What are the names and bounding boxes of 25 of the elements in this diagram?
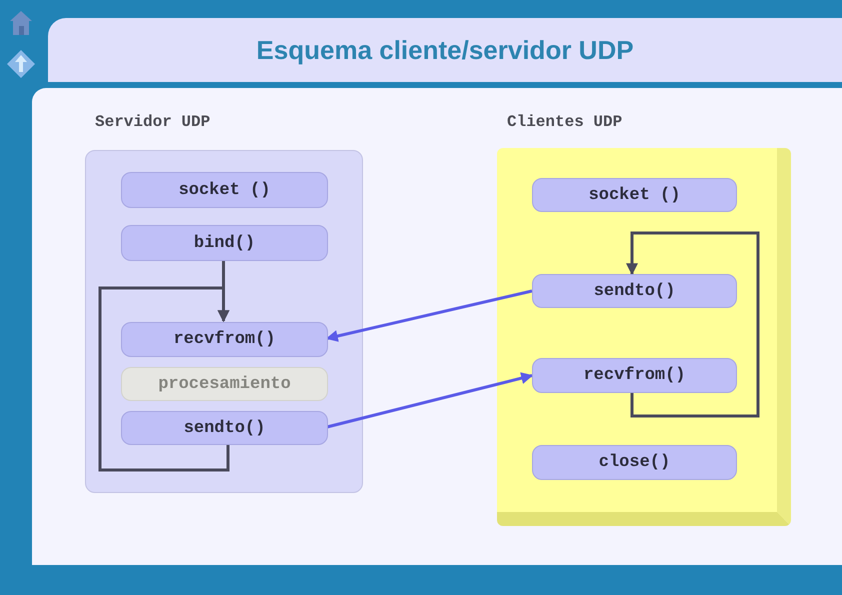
function-box: [121, 322, 328, 357]
function-box: [121, 172, 328, 208]
function-box: [121, 225, 328, 261]
process-label: procesamiento: [158, 376, 291, 392]
function-label: bind(): [194, 234, 256, 252]
function-box: [532, 274, 737, 308]
function-label: close(): [598, 454, 670, 471]
function-box: [532, 358, 737, 393]
arrow: [326, 290, 532, 342]
group-heading: Clientes UDP: [507, 112, 622, 133]
function-label: socket (): [178, 182, 270, 198]
function-label: recvfrom(): [173, 331, 276, 348]
function-label: recvfrom(): [583, 367, 686, 384]
arrow: [98, 286, 230, 472]
function-label: socket (): [588, 186, 680, 204]
slide-title: Esquema cliente/servidor UDP: [256, 34, 634, 66]
arrow: [326, 372, 534, 428]
arrow: [626, 232, 760, 418]
function-box: [121, 411, 328, 445]
process-box: [121, 367, 328, 401]
group-heading: Servidor UDP: [95, 112, 210, 133]
function-box: [532, 445, 737, 480]
function-label: sendto(): [594, 282, 676, 300]
function-box: [532, 178, 737, 212]
function-label: sendto(): [184, 420, 266, 436]
